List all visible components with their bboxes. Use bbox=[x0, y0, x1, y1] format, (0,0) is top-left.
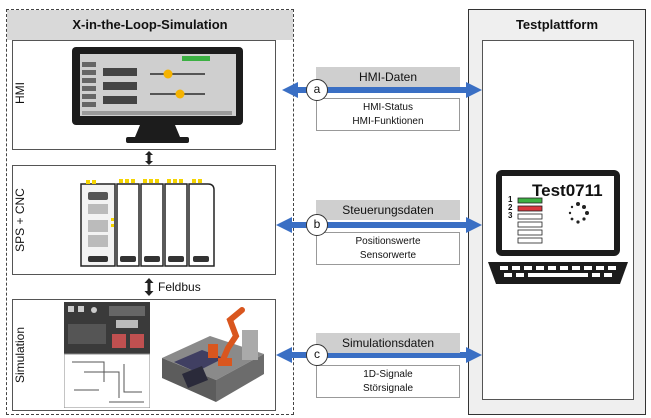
test-platform-computer-illustration bbox=[488, 170, 628, 284]
marker-b: b bbox=[306, 214, 328, 236]
hmi-monitor-illustration bbox=[72, 47, 243, 143]
hmi-functions-label: HMI-Funktionen bbox=[352, 116, 424, 127]
row-label-simulation: Simulation bbox=[13, 326, 27, 384]
simulation-data-arrow bbox=[276, 347, 482, 363]
simulation-robot-cell-render bbox=[162, 307, 264, 402]
test-platform-list-num-2: 2 bbox=[508, 203, 513, 212]
hmi-data-title: HMI-Daten bbox=[316, 67, 460, 87]
marker-c: c bbox=[306, 344, 328, 366]
test-platform-screen-title: Test0711 bbox=[532, 181, 603, 200]
simulation-schematic-screenshot bbox=[64, 302, 150, 408]
hmi-sps-connector bbox=[145, 151, 153, 165]
hmi-status-label: HMI-Status bbox=[362, 102, 413, 113]
sps-cnc-rack-illustration bbox=[80, 179, 215, 267]
control-data-title: Steuerungsdaten bbox=[316, 200, 460, 220]
test-platform-list-num-1: 1 bbox=[508, 195, 513, 204]
disturbance-signals-label: Störsignale bbox=[362, 383, 414, 394]
hmi-data-info: HMI-Status HMI-Funktionen bbox=[316, 98, 460, 131]
simulation-data-title: Simulationsdaten bbox=[316, 333, 460, 353]
1d-signals-label: 1D-Signale bbox=[363, 369, 413, 380]
hmi-data-arrow bbox=[282, 82, 482, 98]
xil-title: X-in-the-Loop-Simulation bbox=[7, 10, 293, 40]
row-label-hmi: HMI bbox=[13, 82, 27, 104]
platform-title: Testplattform bbox=[469, 10, 645, 40]
row-label-sps-cnc: SPS + CNC bbox=[13, 188, 27, 252]
feldbus-label: Feldbus bbox=[158, 280, 201, 294]
position-values-label: Positionswerte bbox=[355, 236, 421, 247]
test-platform-list-num-3: 3 bbox=[508, 211, 513, 220]
feldbus-arrow-icon bbox=[144, 278, 154, 296]
control-data-arrow bbox=[276, 217, 482, 233]
control-data-info: Positionswerte Sensorwerte bbox=[316, 232, 460, 265]
marker-a: a bbox=[306, 79, 328, 101]
xil-frame bbox=[6, 9, 294, 415]
sensor-values-label: Sensorwerte bbox=[359, 250, 417, 261]
simulation-data-info: 1D-Signale Störsignale bbox=[316, 365, 460, 398]
